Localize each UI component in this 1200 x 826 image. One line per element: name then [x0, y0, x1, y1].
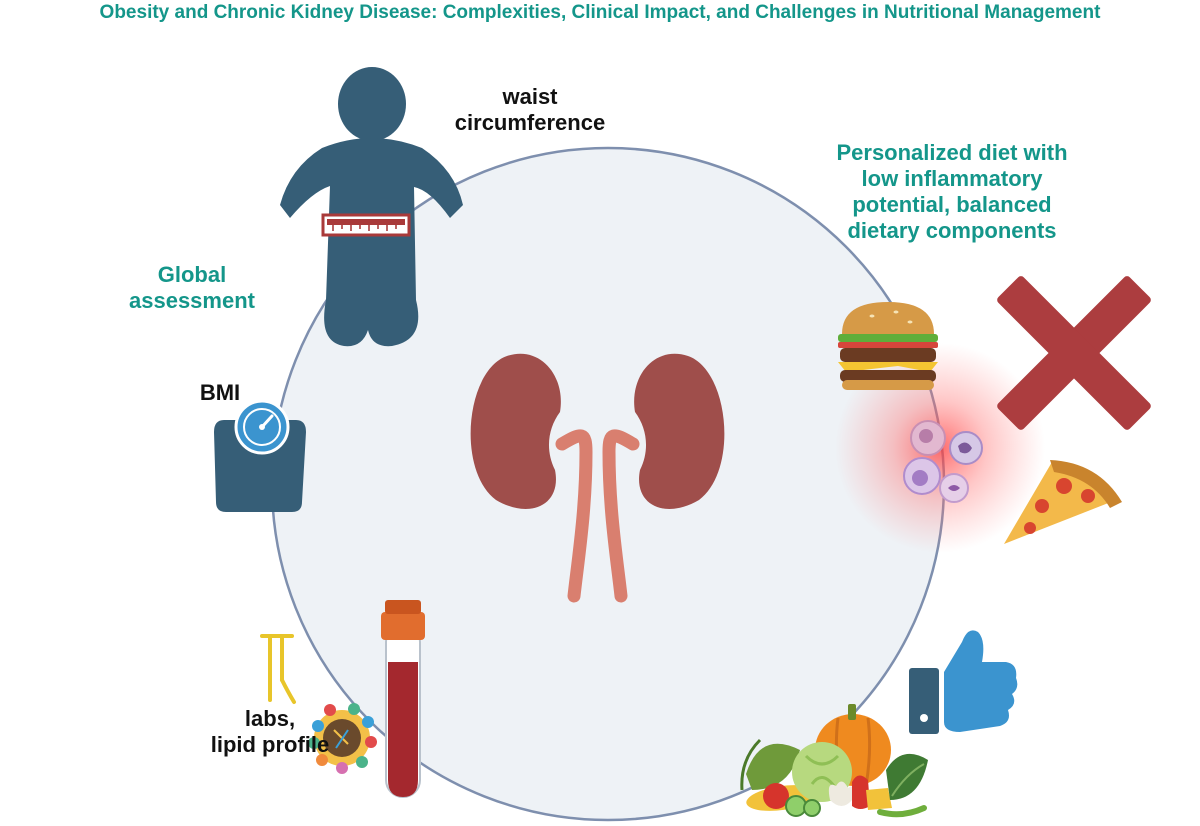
burger-icon — [838, 302, 938, 390]
immune-cells-icon — [835, 343, 1045, 553]
waist-circumference-label: waist circumference — [454, 84, 606, 135]
lipid-icon — [260, 634, 296, 704]
weighing-scale-icon — [214, 399, 306, 512]
vegetables-icon — [740, 704, 928, 818]
page-title: Obesity and Chronic Kidney Disease: Comp… — [99, 2, 1101, 23]
bmi-label: BMI — [199, 380, 241, 405]
blood-tube-icon — [381, 600, 425, 798]
thumbs-up-icon — [909, 630, 1018, 734]
global-assessment-label: Global assessment — [129, 262, 255, 313]
measuring-tape-icon — [321, 213, 411, 237]
obese-figure-icon — [280, 67, 463, 347]
labs-lipid-profile-label: labs, lipid profile — [210, 706, 330, 757]
pizza-icon — [1004, 460, 1122, 544]
kidneys-icon — [470, 353, 725, 603]
personalized-diet-label: Personalized diet with low inflammatory … — [836, 140, 1068, 243]
lipoprotein-icon — [308, 703, 377, 774]
red-x-icon — [997, 276, 1151, 430]
